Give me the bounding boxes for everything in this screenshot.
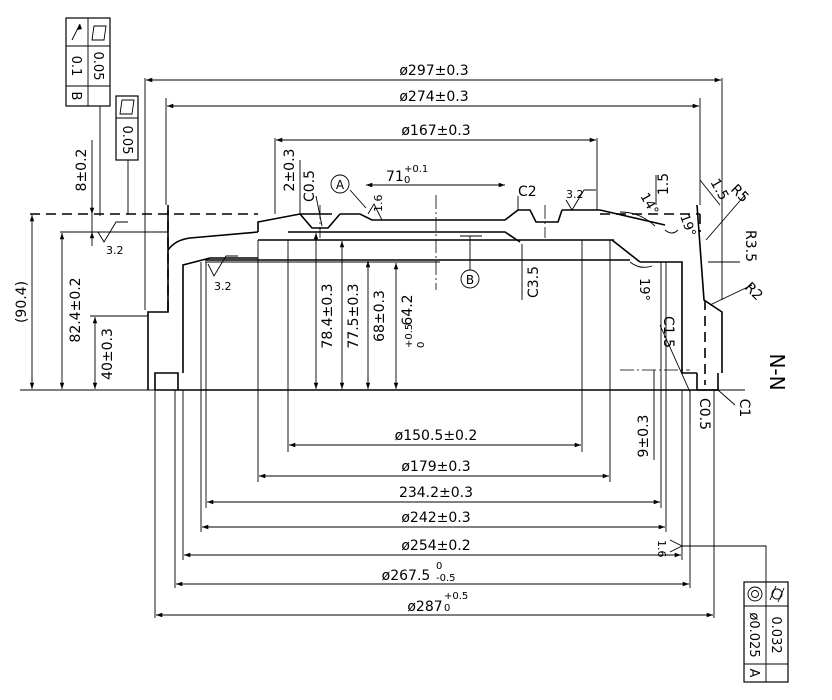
dim-71-lower: 0 [404,175,410,186]
horizontal-dimensions: ø297±0.3 ø274±0.3 ø167±0.3 71 +0.1 0 ø15… [146,63,721,618]
roughness-symbol: 3.2 [565,188,596,211]
dim-77: 77.5±0.3 [346,283,362,348]
concentricity-icon [747,586,763,602]
dim-254: ø254±0.2 [401,538,470,554]
dim-150: ø150.5±0.2 [395,428,478,444]
dim-9: 9±0.3 [636,415,652,458]
vertical-dimensions: 8±0.2 2±0.3 (90.4) 82.4±0.2 40±0.3 78.4±… [14,140,655,460]
dim-267-upper: 0 [436,561,442,572]
roughness-symbol: 1.6 [367,195,385,221]
flatness-icon [119,99,135,115]
datum-b: B [460,235,482,289]
tol-top-left-value-1: 0.05 [90,52,105,81]
tol-top-left-datum: B [68,92,83,101]
dim-234: 234.2±0.3 [399,485,473,501]
small-dimensions: 1.5 1.5 14° 19° 19° [619,173,732,301]
tol-bottom-right-datum: A [746,669,761,678]
roughness-value: 1.6 [655,540,668,558]
dim-297: ø297±0.3 [399,63,468,79]
extension-lines [60,78,723,618]
roughness-symbol: 3.2 [207,255,238,293]
dim-242: ø242±0.3 [401,510,470,526]
datum-b-label: B [466,273,474,287]
small-dim-15-b: 1.5 [707,176,732,203]
radius-labels: R5 R3.5 R2 [705,182,766,306]
datum-a: A [330,174,367,209]
dim-267-lower: -0.5 [436,573,456,584]
small-dim-15-a: 1.5 [656,173,672,195]
dim-179: ø179±0.3 [401,459,470,475]
dim-82: 82.4±0.2 [68,277,84,342]
center-lines [319,195,690,371]
tol-bottom-right-value-1: 0.032 [768,616,783,653]
tolerance-frame-top-small: 0.05 [115,95,139,214]
dim-64-upper: +0.5 [404,324,415,348]
chamfer-c35: C3.5 [526,266,542,298]
chamfer-c05-top: C0.5 [302,170,318,202]
roughness-value: 3.2 [106,244,124,257]
radius-r35: R3.5 [742,230,758,262]
tolerance-frame-bottom-right: 0.032 ø0.025 A [682,545,789,683]
dim-267: ø267.5 [382,568,431,584]
roughness-value: 3.2 [566,188,584,201]
chamfer-c2: C2 [518,184,537,200]
roughness-symbol: 3.2 [97,221,128,257]
tolerance-frame-top-left: 0.05 0.1 B [65,17,111,216]
roughness-value: 1.6 [372,195,385,213]
dim-287: ø287 [407,599,442,615]
dim-287-lower: 0 [444,603,450,614]
dim-287-upper: +0.5 [444,591,468,602]
dim-64-lower: 0 [416,342,427,348]
circular-runout-icon [71,23,82,41]
dim-90: (90.4) [14,281,30,323]
tol-top-left-value-2: 0.1 [68,56,83,77]
dim-68: 68±0.3 [372,290,388,342]
dim-64: 64.2 [400,294,416,325]
datum-a-label: A [336,178,345,192]
angle-19-top: 19° [676,212,698,239]
dim-71-upper: +0.1 [404,164,428,175]
dim-78: 78.4±0.3 [320,283,336,348]
dim-2: 2±0.3 [282,149,298,192]
radius-r2: R2 [741,280,765,304]
dim-8: 8±0.2 [74,149,90,192]
chamfer-c1: C1 [736,399,752,418]
roughness-value: 3.2 [214,280,232,293]
dim-274: ø274±0.3 [399,89,468,105]
chamfer-c15: C1.5 [660,316,676,348]
cylindricity-icon [769,585,785,603]
tol-bottom-right-value-2: ø0.025 [746,612,761,657]
tol-top-small-value: 0.05 [119,126,134,155]
angle-19-bottom: 19° [636,278,651,301]
section-label: N-N [765,353,789,390]
dim-71: 71 [386,169,404,185]
chamfer-c05-bottom: C0.5 [696,398,712,430]
roughness-symbols: 3.2 3.2 3.2 1.6 1.6 [97,188,684,558]
flatness-icon [91,25,107,41]
dim-167: ø167±0.3 [401,123,470,139]
chamfer-labels: C0.5 C2 C3.5 C1.5 C0.5 C1 [302,170,752,430]
dim-40: 40±0.3 [100,328,116,380]
